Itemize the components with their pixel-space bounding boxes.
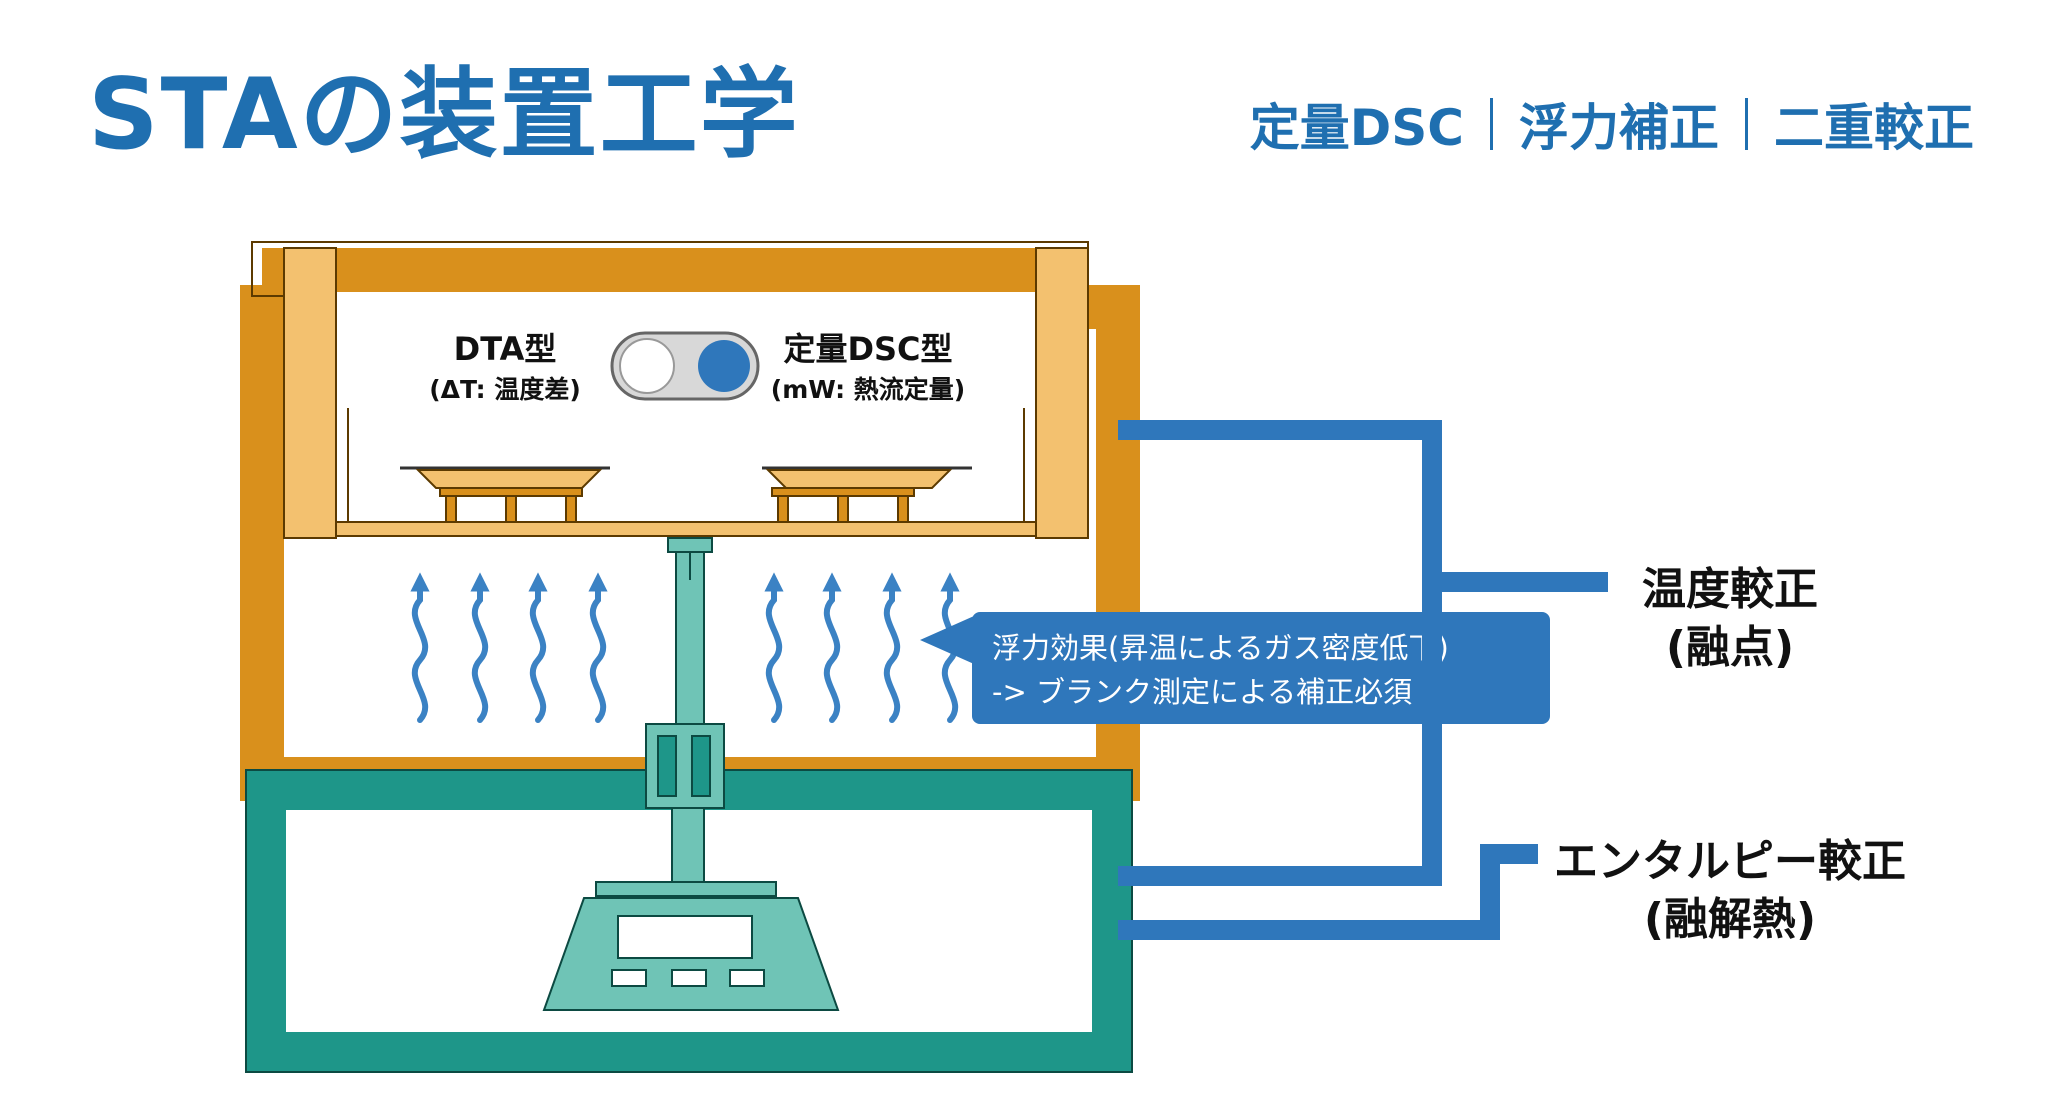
callout-line2: -> ブランク測定による補正必須: [992, 675, 1412, 709]
tag-quantitative-dsc: 定量DSC: [1249, 99, 1464, 157]
enthalpy-calibration-sub: (融解熱): [1644, 894, 1816, 945]
tag-separator: [1745, 98, 1748, 150]
dta-mode-label: DTA型: [454, 330, 557, 368]
dsc-mode-sub: (mW: 熱流定量): [771, 375, 965, 404]
temperature-calibration-label: 温度較正: [1642, 564, 1818, 615]
toggle-switch-icon[interactable]: [610, 331, 760, 401]
calibration-connectors: [1118, 420, 1608, 940]
dsc-mode-label: 定量DSC型: [783, 330, 952, 368]
sample-crucible-icon: [400, 466, 610, 523]
rising-gas-arrow-icon: [410, 572, 960, 723]
enthalpy-calibration-label: エンタルピー較正: [1554, 836, 1906, 887]
tag-separator: [1490, 98, 1493, 150]
buoyancy-callout: 浮力効果(昇温によるガス密度低下) -> ブランク測定による補正必須: [920, 612, 1550, 724]
reference-crucible-icon: [762, 466, 972, 523]
tag-buoyancy-correction: 浮力補正: [1519, 99, 1719, 157]
temperature-calibration-sub: (融点): [1666, 622, 1794, 673]
balance-icon: [542, 897, 840, 1011]
balance-rod: [595, 537, 777, 897]
dta-mode-sub: (ΔT: 温度差): [429, 375, 581, 404]
tag-dual-calibration: 二重較正: [1774, 99, 1974, 157]
page-title: STAの装置工学: [88, 58, 800, 172]
topic-tags: 定量DSC 浮力補正 二重較正: [1250, 88, 1974, 160]
callout-line1: 浮力効果(昇温によるガス密度低下): [992, 631, 1449, 665]
